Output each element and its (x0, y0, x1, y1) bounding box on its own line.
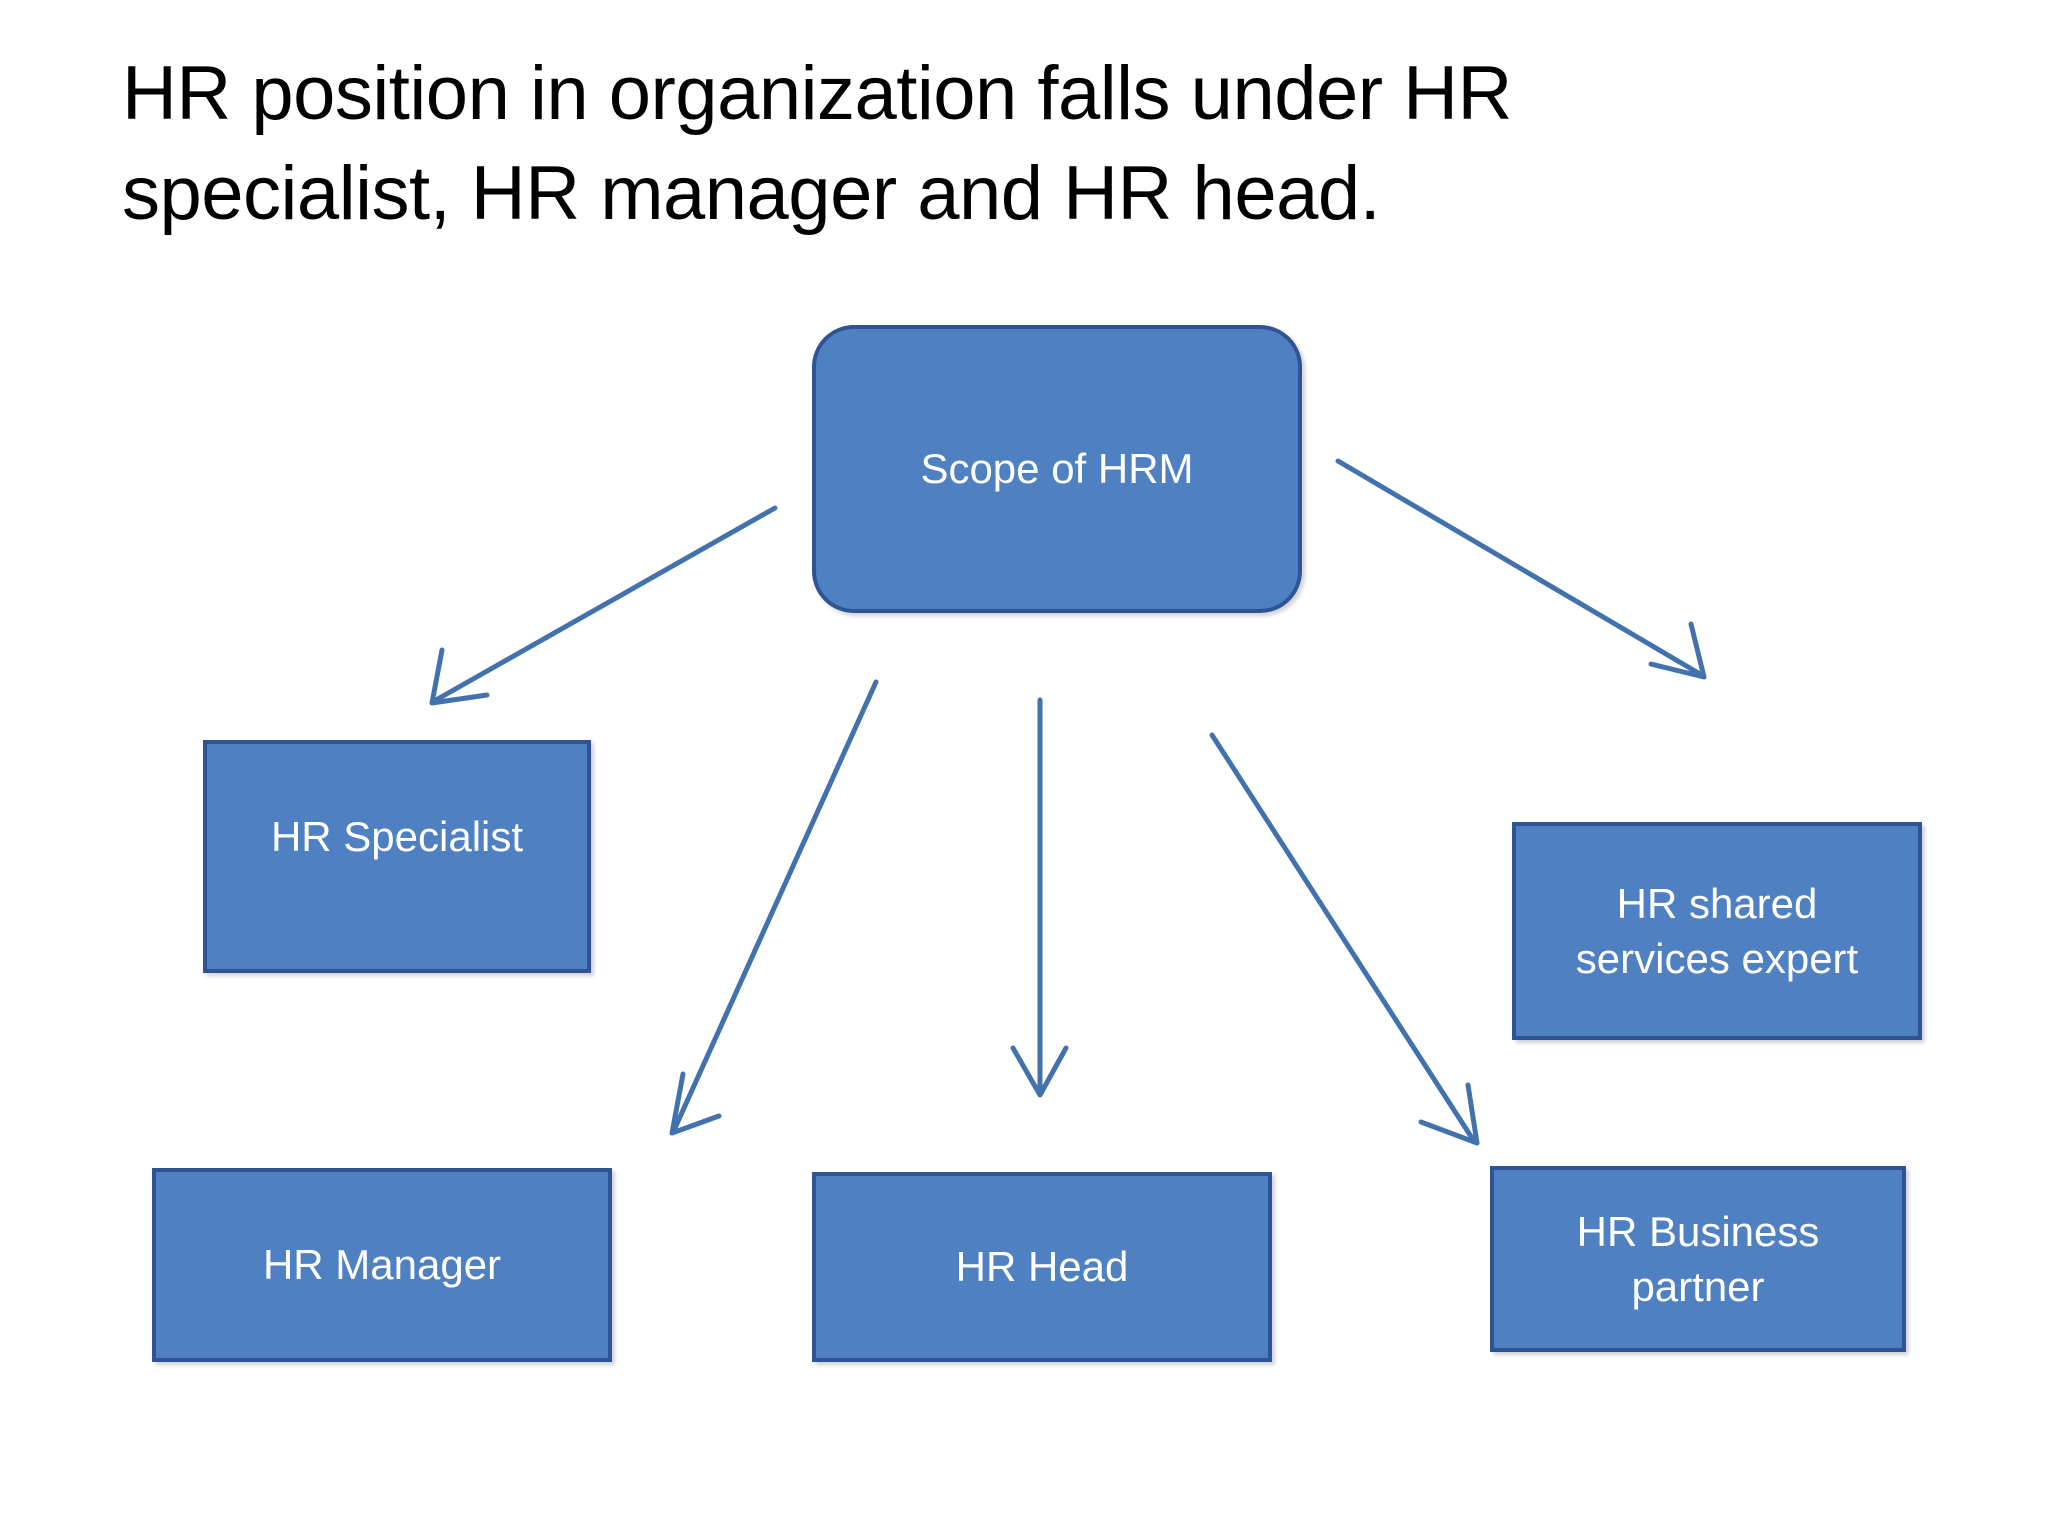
connector-scope-to-hr-shared-services-expert (1335, 458, 1707, 680)
node-hr-manager[interactable]: HR Manager (152, 1168, 612, 1362)
node-hr-business-partner[interactable]: HR Business partner (1490, 1166, 1906, 1352)
connector-scope-to-hr-business-partner (1209, 732, 1480, 1146)
node-hr-shared-services-expert[interactable]: HR shared services expert (1512, 822, 1922, 1040)
connector-scope-to-hr-specialist (429, 505, 778, 706)
node-scope-of-hrm[interactable]: Scope of HRM (812, 325, 1302, 613)
connector-scope-to-hr-head (1010, 697, 1069, 1098)
node-hr-specialist[interactable]: HR Specialist (203, 740, 591, 973)
page-title: HR position in organization falls under … (122, 51, 1512, 237)
node-hr-head[interactable]: HR Head (812, 1172, 1272, 1362)
connector-scope-to-hr-manager (669, 679, 879, 1136)
